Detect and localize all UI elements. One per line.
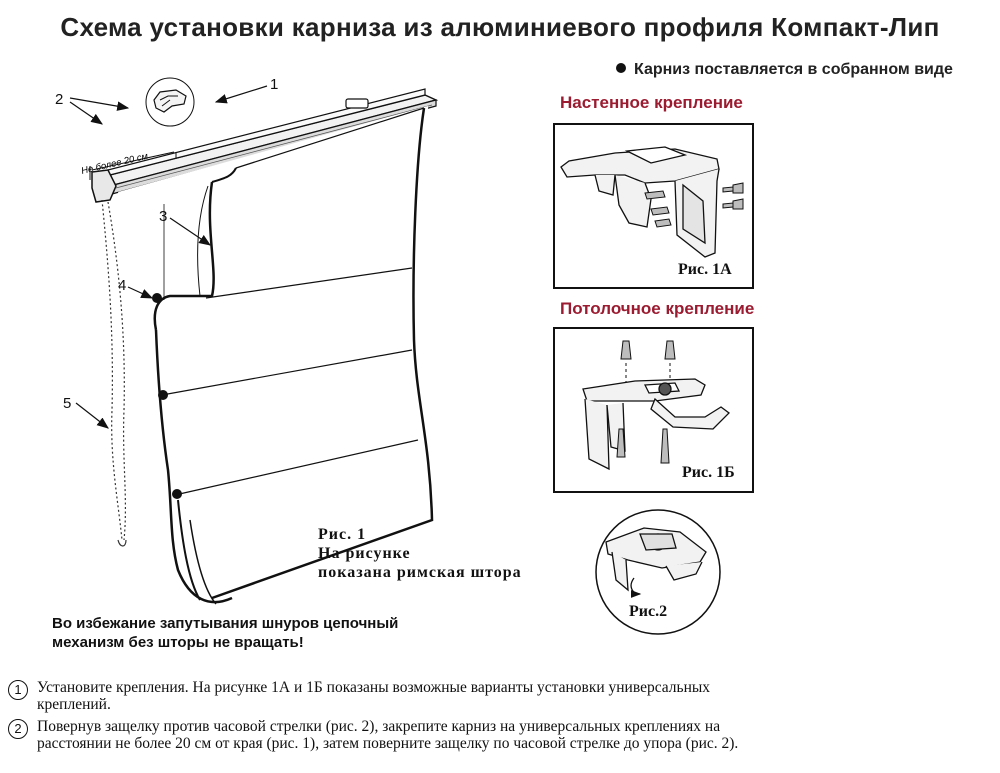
callouts [69,85,268,429]
figure-1a-caption: Рис. 1А [678,261,732,278]
figure-1a-box [553,123,754,289]
figure-1b-caption: Рис. 1Б [682,464,735,481]
page-title: Схема установки карниза из алюминиевого … [60,12,940,42]
wall-mount-label: Настенное крепление [560,93,743,112]
figure-2-illustration [595,509,721,635]
bullet-icon [616,63,626,73]
ring-dot [158,390,168,400]
figure-1b-box [553,327,754,493]
warning-line: Во избежание запутывания шнуров цепочный [52,615,399,632]
step-text: Повернув защелку против часовой стрелки … [37,718,739,752]
callout-3: 3 [159,208,167,225]
control-chain [101,199,127,547]
chain-mechanism-cap [91,169,117,203]
callout-4: 4 [118,277,126,294]
ring-dot [172,489,182,499]
ceiling-bracket-illustration [582,340,730,471]
callout-5: 5 [63,395,71,412]
delivery-note: Карниз поставляется в собранном виде [616,61,953,79]
step-number: 2 [8,719,28,739]
step-text: Установите крепления. На рисунке 1А и 1Б… [37,679,711,713]
cornice-rail [91,88,439,203]
wall-bracket-illustration [560,146,744,258]
warning-text: Во избежание запутывания шнуров цепочный… [52,614,398,652]
figure-2-caption: Рис.2 [629,603,668,620]
figure-1-caption-line: показана римская штора [318,564,522,581]
bracket-detail [145,77,195,127]
callout-1: 1 [270,76,278,93]
roman-blind-fabric [118,106,436,605]
figure-1-illustration: Не более 20 см 1 2 3 [55,76,439,605]
ceiling-mount-label: Потолочное крепление [560,299,755,318]
delivery-note-text: Карниз поставляется в собранном виде [634,61,953,78]
figure-1-caption-line: На рисунке [318,545,411,562]
figure-1-caption: Рис. 1 На рисунке показана римская штора [318,525,522,582]
callout-2: 2 [55,91,63,108]
figure-1-caption-line: Рис. 1 [318,526,367,543]
warning-line: механизм без шторы не вращать! [52,634,304,651]
step-number: 1 [8,680,28,700]
ring-dot [152,293,162,303]
bracket-on-rail [345,98,369,109]
